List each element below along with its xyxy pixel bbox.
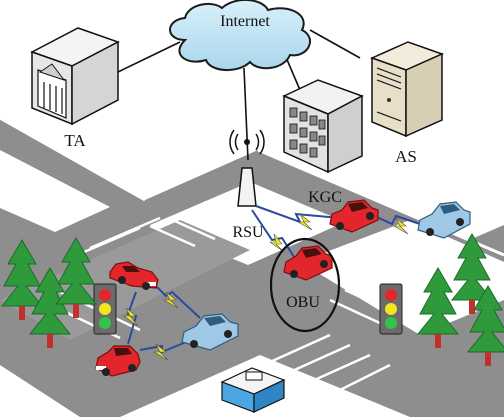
corner-block-left (0, 150, 110, 232)
kgc-building-icon (282, 79, 364, 174)
corner-block-right (300, 220, 504, 335)
ta-building-icon (30, 27, 120, 126)
traffic-light-right (379, 283, 403, 335)
kgc-label: KGC (308, 189, 342, 206)
car-blue-top-right (417, 201, 471, 239)
trees-right (416, 233, 504, 366)
obu-label: OBU (286, 294, 320, 311)
car-red-left-bottom (95, 345, 141, 377)
ta-label: TA (64, 131, 86, 150)
internet-label: Internet (220, 13, 270, 30)
car-blue-left (181, 313, 239, 351)
internet-cloud: Internet (169, 0, 311, 71)
wireless-bolts (123, 213, 409, 361)
car-red-kgc (329, 199, 379, 233)
car-red-obu (283, 245, 333, 281)
trees-left (0, 237, 98, 348)
car-red-left-top (109, 261, 159, 290)
as-label: AS (395, 147, 417, 166)
as-server-icon (369, 41, 445, 138)
rsu-label: RSU (232, 224, 264, 241)
obu-highlight-circle (269, 237, 341, 333)
traffic-light-left (93, 283, 117, 335)
small-building-icon (220, 367, 286, 413)
